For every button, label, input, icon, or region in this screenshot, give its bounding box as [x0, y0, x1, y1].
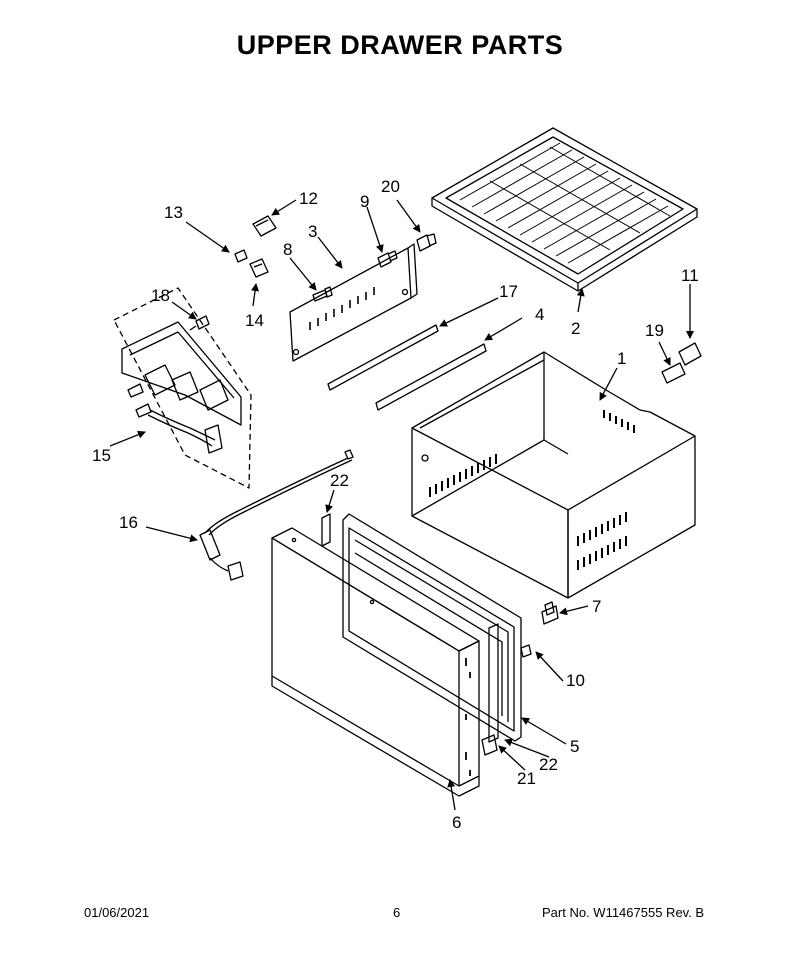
part-4-strip [375, 343, 487, 411]
footer-part-number: Part No. W11467555 Rev. B [542, 905, 705, 920]
part-16-wire-harness [199, 449, 354, 581]
callout-13: 13 [164, 203, 183, 222]
part-10-pin [520, 644, 532, 658]
footer-date: 01/06/2021 [84, 905, 150, 920]
part-20-knob [416, 233, 437, 252]
callout-21: 21 [517, 769, 536, 788]
part-1-drawer-box [411, 351, 696, 599]
callout-9: 9 [360, 192, 369, 211]
part-14-switch [249, 258, 269, 278]
part-5-inner-frame [342, 513, 522, 742]
callout-3: 3 [308, 222, 317, 241]
callout-14: 14 [245, 311, 264, 330]
callout-15: 15 [92, 446, 111, 465]
callout-10: 10 [566, 671, 585, 690]
callout-22-upper: 22 [330, 471, 349, 490]
part-7-screw [541, 601, 559, 625]
callout-8: 8 [283, 240, 292, 259]
part-2-drawer-grid [431, 127, 698, 292]
callout-18: 18 [151, 286, 170, 305]
footer-page-number: 6 [393, 905, 401, 920]
leader-lines [109, 199, 694, 811]
callout-labels: 1 2 3 4 5 6 7 8 9 10 11 12 13 14 15 16 1… [92, 177, 699, 832]
callout-6: 6 [452, 813, 461, 832]
part-8-screw [312, 286, 333, 302]
callout-1: 1 [617, 349, 626, 368]
part-18-screw [189, 315, 210, 331]
part-22-seal-upper [321, 513, 331, 547]
part-3-rear-panel [289, 243, 418, 362]
part-19-label [661, 362, 686, 384]
callout-19: 19 [645, 321, 664, 340]
part-21-pin [481, 734, 498, 756]
part-13-clip [234, 249, 248, 263]
part-12-bracket [252, 215, 277, 237]
part-17-strip [327, 324, 439, 391]
part-22-seal-lower [488, 623, 499, 743]
callout-22-lower: 22 [539, 755, 558, 774]
callout-17: 17 [499, 282, 518, 301]
part-9-screw [377, 250, 398, 268]
callout-12: 12 [299, 189, 318, 208]
callout-11: 11 [681, 266, 699, 285]
part-11-clip [678, 342, 702, 366]
part-6-drawer-front [271, 527, 480, 797]
callout-20: 20 [381, 177, 400, 196]
page-title: UPPER DRAWER PARTS [236, 30, 564, 60]
callout-16: 16 [119, 513, 138, 532]
callout-4: 4 [535, 305, 544, 324]
callout-2: 2 [571, 319, 580, 338]
callout-7: 7 [592, 597, 601, 616]
callout-5: 5 [570, 737, 579, 756]
part-15-control-assembly [113, 287, 252, 489]
